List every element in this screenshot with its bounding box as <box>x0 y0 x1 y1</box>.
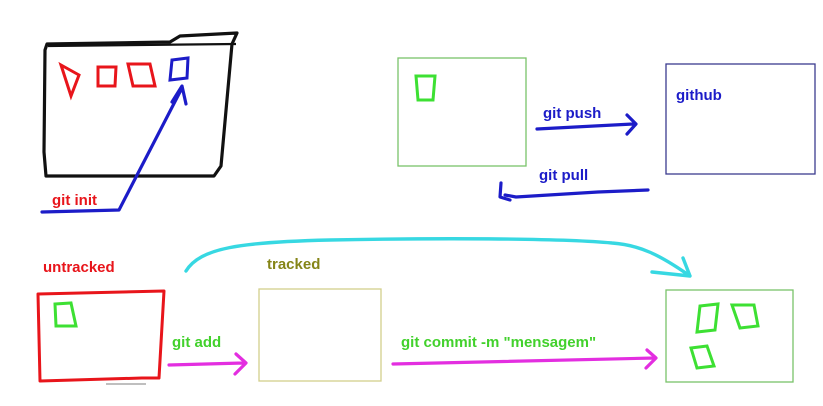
blue-git-file <box>168 56 190 82</box>
git-pull-label: git pull <box>539 167 589 184</box>
local-repo-box <box>397 57 527 167</box>
folder-tab-line <box>47 42 237 48</box>
git-add-label: git add <box>172 334 222 351</box>
untracked-file <box>53 301 78 328</box>
git-init-arrow <box>40 84 188 214</box>
tracked-box <box>258 288 382 382</box>
committed-file-1 <box>695 302 720 334</box>
committed-file-2 <box>729 303 760 330</box>
folder-icon <box>42 31 239 178</box>
local-repo-file <box>414 74 437 102</box>
github-box <box>665 63 816 175</box>
git-add-arrow <box>167 352 248 376</box>
committed-file-3 <box>689 344 717 370</box>
tracked-label: tracked <box>267 256 321 273</box>
github-label: github <box>676 87 722 104</box>
git-init-label: git init <box>52 192 97 209</box>
committed-box <box>665 289 794 383</box>
red-file-1 <box>58 61 81 101</box>
untracked-box <box>36 289 166 383</box>
untracked-label: untracked <box>43 259 115 276</box>
red-file-3 <box>126 62 157 88</box>
git-push-label: git push <box>543 105 602 122</box>
pull-arrow <box>498 181 650 202</box>
git-commit-label: git commit -m "mensagem" <box>401 334 597 351</box>
push-arrow <box>535 113 638 136</box>
git-commit-arrow <box>391 348 658 370</box>
red-file-2 <box>96 65 118 88</box>
cyan-arrow <box>184 237 692 278</box>
